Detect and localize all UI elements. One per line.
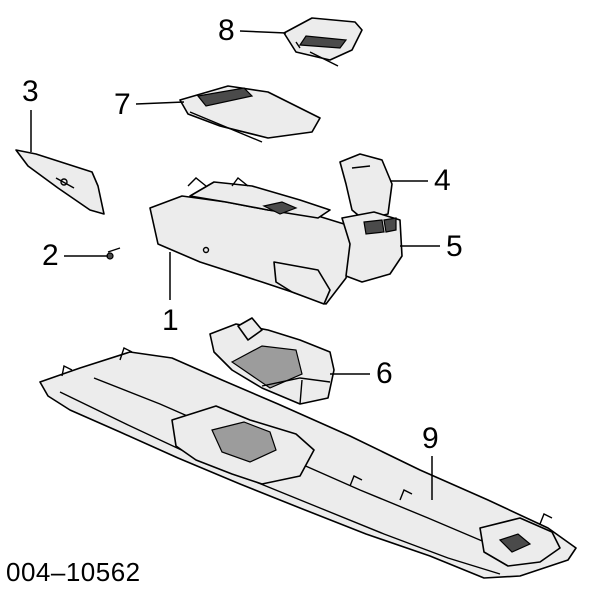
part-6-shifter-bin xyxy=(209,317,335,405)
part-3-side-panel xyxy=(15,149,105,215)
leader-7 xyxy=(135,101,185,105)
part-7-bezel xyxy=(179,85,321,143)
part-4-rear-bracket xyxy=(339,153,393,221)
part-1-console-housing xyxy=(149,177,353,305)
callout-5: 5 xyxy=(446,230,463,263)
leader-lines xyxy=(30,30,440,500)
part-code-label: 004–10562 xyxy=(6,557,141,587)
part-9-floor-bracket xyxy=(39,347,577,579)
callout-4: 4 xyxy=(434,164,451,197)
callout-9: 9 xyxy=(422,422,439,455)
callout-7: 7 xyxy=(114,88,131,121)
part-8-latch xyxy=(283,17,363,67)
callout-2: 2 xyxy=(42,239,59,272)
callout-6: 6 xyxy=(376,357,393,390)
callout-8: 8 xyxy=(218,14,235,47)
callout-1: 1 xyxy=(162,304,179,337)
callout-3: 3 xyxy=(22,75,39,108)
part-5-rear-vent xyxy=(341,211,403,283)
part-2-screw xyxy=(106,247,121,260)
leader-8 xyxy=(239,30,287,34)
